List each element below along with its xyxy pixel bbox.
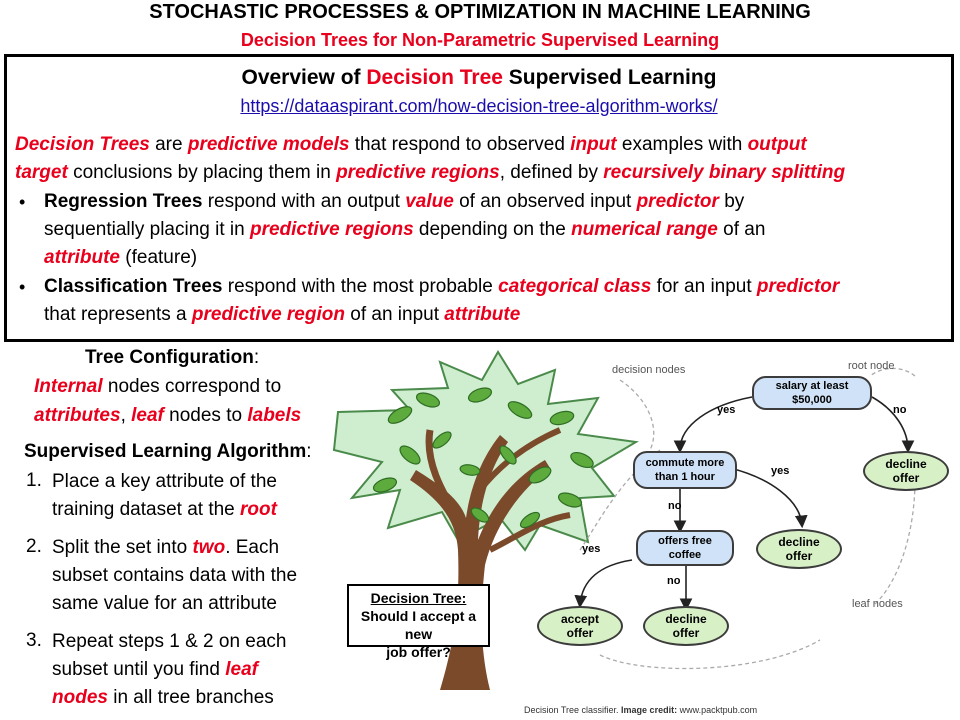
classification-line-2: that represents a predictive region of a… [44,304,521,325]
tree-leaves [372,387,594,529]
edge-label-yes: yes [771,465,790,477]
leaf-nodes-label: leaf nodes [852,598,903,610]
regression-line-3: attribute (feature) [44,247,198,268]
step-2-line-2: subset contains data with the [52,565,298,586]
step-3-line-1: Repeat steps 1 & 2 on each [52,631,287,652]
step-1-line-1: Place a key attribute of the [52,471,277,492]
edge-label-no: no [667,575,681,587]
edge-label-yes: yes [717,404,736,416]
intro-line-2: target conclusions by placing them in pr… [15,162,846,183]
regression-line-1: Regression Trees respond with an output … [44,191,745,212]
image-credit: Decision Tree classifier. Image credit: … [524,705,758,715]
overview-heading: Overview of Decision Tree Supervised Lea… [241,66,717,89]
step-1-line-2: training dataset at the root [52,499,277,520]
overview-box: Overview of Decision Tree Supervised Lea… [4,54,954,342]
decision-nodes-label: decision nodes [612,364,686,376]
step-3-line-2: subset until you find leaf [52,659,258,680]
step-3-line-3: nodes in all tree branches [52,687,274,708]
tree-config-line-2: attributes, leaf nodes to labels [34,405,302,426]
root-node: salary at least$50,000 [752,376,872,410]
decision-tree-question-box: Decision Tree: Should I accept a new job… [347,584,490,660]
step-number: 1. [26,470,42,491]
edge-label-no: no [893,404,907,416]
edge-label-no: no [668,500,682,512]
algorithm-heading: Supervised Learning Algorithm: [24,441,312,462]
tree-config-heading: Tree Configuration: [85,347,260,368]
decision-tree-connectors [574,367,916,670]
tree-illustration [332,350,639,690]
step-2-line-1: Split the set into two. Each [52,537,280,558]
edge-label-yes: yes [582,543,601,555]
step-number: 2. [26,536,42,557]
tree-config-line-1: Internal nodes correspond to [34,376,282,397]
source-link[interactable]: https://dataaspirant.com/how-decision-tr… [240,96,718,116]
classification-line-1: Classification Trees respond with the mo… [44,276,840,297]
step-number: 3. [26,630,42,651]
regression-line-2: sequentially placing it in predictive re… [44,219,766,240]
slide-subtitle: Decision Trees for Non-Parametric Superv… [240,30,720,50]
slide-title: STOCHASTIC PROCESSES & OPTIMIZATION IN M… [149,1,811,23]
bullet-marker: • [19,192,26,212]
root-node-label: root node [848,360,895,372]
step-2-line-3: same value for an attribute [52,593,277,614]
intro-line-1: Decision Trees are predictive models tha… [15,134,807,155]
bullet-marker: • [19,277,26,297]
